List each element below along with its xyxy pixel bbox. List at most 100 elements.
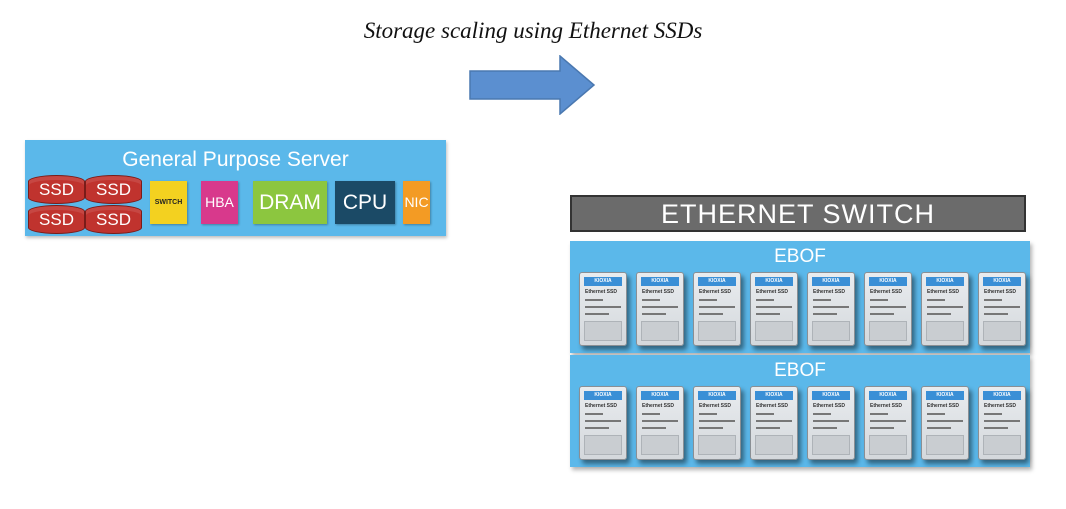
drive-brand-label: KIOXIA: [641, 391, 679, 400]
drive-brand-label: KIOXIA: [641, 277, 679, 286]
ethernet-switch: ETHERNET SWITCH: [570, 195, 1026, 232]
drive-bezel: [641, 435, 679, 455]
right-arrow-icon: [469, 55, 596, 115]
drive-text-line: [813, 313, 837, 315]
drive-text-line: [585, 420, 621, 422]
drive-bezel: [698, 435, 736, 455]
drive-text-line: [927, 306, 963, 308]
drive-brand-label: KIOXIA: [755, 391, 793, 400]
drive-model-label: Ethernet SSD: [870, 289, 902, 295]
ethernet-ssd-drive: KIOXIA Ethernet SSD: [921, 272, 969, 346]
drive-text-line: [984, 299, 1002, 301]
drive-model-label: Ethernet SSD: [927, 289, 959, 295]
drive-text-line: [927, 413, 945, 415]
ethernet-ssd-drive: KIOXIA Ethernet SSD: [579, 386, 627, 460]
drive-text-line: [756, 299, 774, 301]
ssd-disk: SSD: [85, 205, 142, 234]
drive-brand-label: KIOXIA: [584, 277, 622, 286]
drive-brand-label: KIOXIA: [698, 277, 736, 286]
drive-brand-label: KIOXIA: [869, 277, 907, 286]
drive-text-line: [585, 299, 603, 301]
ethernet-ssd-drive: KIOXIA Ethernet SSD: [636, 272, 684, 346]
drive-model-label: Ethernet SSD: [699, 289, 731, 295]
drive-brand-label: KIOXIA: [755, 277, 793, 286]
cpu-chip: CPU: [335, 181, 395, 224]
drive-text-line: [642, 413, 660, 415]
drive-text-line: [756, 413, 774, 415]
ethernet-ssd-drive: KIOXIA Ethernet SSD: [693, 272, 741, 346]
drive-brand-label: KIOXIA: [926, 277, 964, 286]
drive-text-line: [585, 306, 621, 308]
drive-text-line: [813, 413, 831, 415]
drive-text-line: [870, 420, 906, 422]
switch-chip: SWITCH: [150, 181, 187, 224]
drive-brand-label: KIOXIA: [926, 391, 964, 400]
drive-brand-label: KIOXIA: [869, 391, 907, 400]
drive-bezel: [983, 435, 1021, 455]
drive-text-line: [585, 313, 609, 315]
drive-text-line: [984, 313, 1008, 315]
drive-model-label: Ethernet SSD: [585, 403, 617, 409]
drive-text-line: [642, 306, 678, 308]
drive-bezel: [755, 321, 793, 341]
drive-bezel: [584, 435, 622, 455]
drive-model-label: Ethernet SSD: [642, 403, 674, 409]
drive-text-line: [699, 420, 735, 422]
drive-bezel: [983, 321, 1021, 341]
drive-text-line: [699, 413, 717, 415]
drive-bezel: [869, 435, 907, 455]
drive-text-line: [870, 427, 894, 429]
ethernet-ssd-drive: KIOXIA Ethernet SSD: [579, 272, 627, 346]
drive-text-line: [984, 420, 1020, 422]
nic-chip: NIC: [403, 181, 430, 224]
drive-text-line: [699, 299, 717, 301]
drive-text-line: [813, 420, 849, 422]
drive-bezel: [812, 435, 850, 455]
general-purpose-server: General Purpose Server SSD SSD SSD SSD S…: [25, 140, 446, 236]
drive-brand-label: KIOXIA: [983, 391, 1021, 400]
drive-model-label: Ethernet SSD: [984, 289, 1016, 295]
drive-model-label: Ethernet SSD: [699, 403, 731, 409]
ssd-disk: SSD: [85, 175, 142, 204]
drive-brand-label: KIOXIA: [983, 277, 1021, 286]
ethernet-ssd-drive: KIOXIA Ethernet SSD: [864, 272, 912, 346]
drive-text-line: [585, 427, 609, 429]
drive-text-line: [927, 427, 951, 429]
ssd-disk: SSD: [28, 205, 85, 234]
drive-brand-label: KIOXIA: [584, 391, 622, 400]
drive-model-label: Ethernet SSD: [642, 289, 674, 295]
drive-text-line: [984, 413, 1002, 415]
ebof-enclosure: EBOF KIOXIA Ethernet SSD KIOXIA Ethernet SS…: [570, 241, 1030, 353]
drive-text-line: [642, 427, 666, 429]
drive-text-line: [870, 413, 888, 415]
drive-text-line: [756, 427, 780, 429]
drive-text-line: [984, 427, 1008, 429]
drive-model-label: Ethernet SSD: [927, 403, 959, 409]
drive-bezel: [584, 321, 622, 341]
drive-bezel: [926, 321, 964, 341]
hba-chip: HBA: [201, 181, 238, 224]
ethernet-ssd-drive: KIOXIA Ethernet SSD: [636, 386, 684, 460]
drive-text-line: [756, 313, 780, 315]
dram-chip: DRAM: [253, 181, 327, 224]
ethernet-ssd-drive: KIOXIA Ethernet SSD: [978, 272, 1026, 346]
drive-text-line: [870, 313, 894, 315]
drive-text-line: [699, 313, 723, 315]
drive-model-label: Ethernet SSD: [813, 289, 845, 295]
drive-model-label: Ethernet SSD: [813, 403, 845, 409]
drive-bezel: [641, 321, 679, 341]
drive-text-line: [585, 413, 603, 415]
drive-brand-label: KIOXIA: [812, 277, 850, 286]
ebof-label: EBOF: [774, 246, 826, 267]
ssd-disk: SSD: [28, 175, 85, 204]
drive-bezel: [869, 321, 907, 341]
drive-text-line: [642, 420, 678, 422]
drive-text-line: [984, 306, 1020, 308]
drive-model-label: Ethernet SSD: [585, 289, 617, 295]
